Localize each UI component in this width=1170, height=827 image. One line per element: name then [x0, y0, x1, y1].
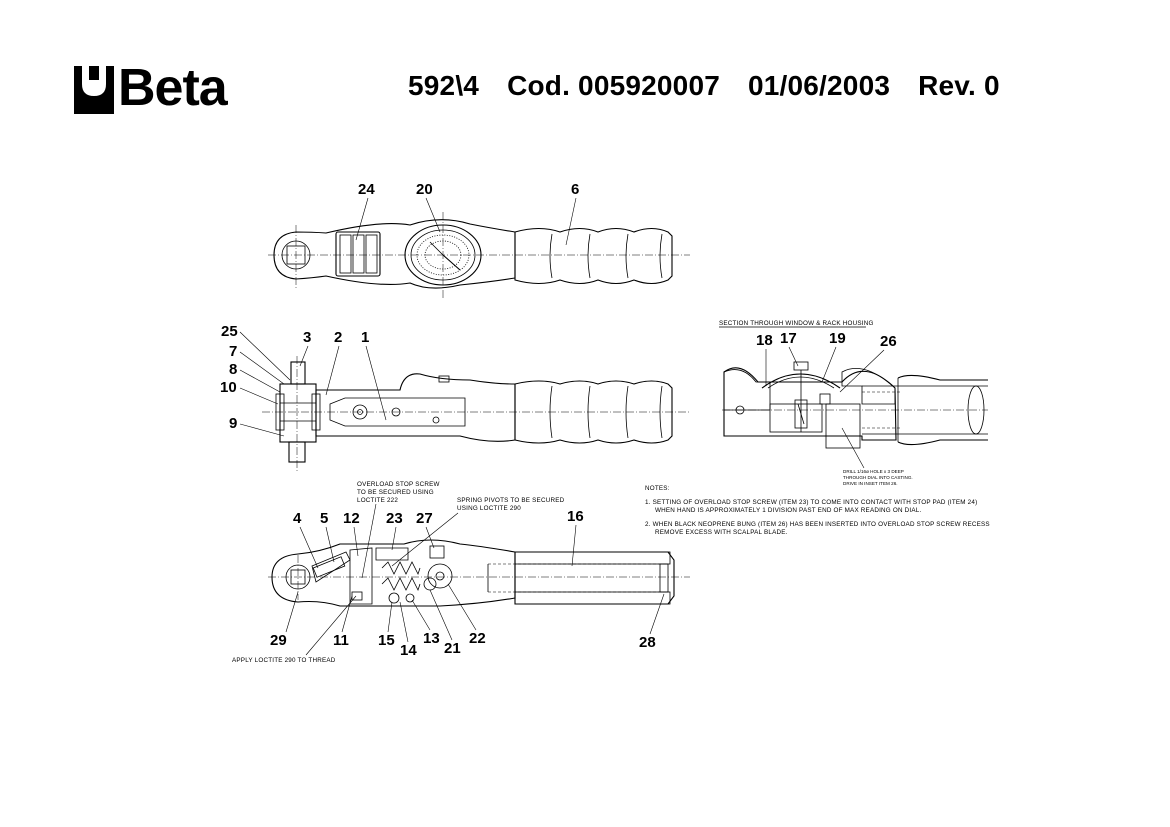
section-title: SECTION THROUGH WINDOW & RACK HOUSING	[719, 320, 874, 327]
callout-18: 18	[756, 332, 773, 349]
overload-note-line-3: LOCTITE 222	[357, 497, 398, 504]
callout-2: 2	[334, 329, 342, 346]
note-1-line-1: 1. SETTING OF OVERLOAD STOP SCREW (ITEM …	[645, 499, 977, 506]
callout-13: 13	[423, 630, 440, 647]
window-item-24	[335, 231, 381, 277]
callout-26: 26	[880, 333, 897, 350]
overload-note-line-2: TO BE SECURED USING	[357, 489, 434, 496]
callout-11: 11	[333, 632, 349, 649]
callout-8: 8	[229, 361, 237, 378]
document-header: 592\4 Cod. 005920007 01/06/2003 Rev. 0	[408, 70, 1020, 102]
beta-logo	[74, 66, 114, 114]
callout-14: 14	[400, 642, 417, 659]
overload-note-line-1: OVERLOAD STOP SCREW	[357, 481, 440, 488]
cutaway-view: OVERLOAD STOP SCREW TO BE SECURED USING …	[232, 481, 690, 664]
callout-21: 21	[444, 640, 461, 657]
wrench-icon	[74, 66, 114, 114]
callout-23: 23	[386, 510, 403, 527]
callout-20: 20	[416, 181, 433, 198]
dial-item-20	[404, 224, 482, 286]
model-number: 592\4	[408, 70, 480, 101]
apply-loctite-note: APPLY LOCTITE 290 TO THREAD	[232, 657, 336, 664]
callout-9: 9	[229, 415, 237, 432]
drill-note-line-3: DRIVE IN INSET ITEM 26.	[843, 481, 898, 486]
revision-date: 01/06/2003	[747, 70, 891, 101]
spring-note-line-2: USING LOCTITE 290	[457, 505, 521, 512]
callout-16: 16	[567, 508, 584, 525]
spring-note-line-1: SPRING PIVOTS TO BE SECURED	[457, 497, 565, 504]
callout-15: 15	[378, 632, 395, 649]
callout-27: 27	[416, 510, 433, 527]
callout-5: 5	[320, 510, 328, 527]
section-view: SECTION THROUGH WINDOW & RACK HOUSING 18…	[719, 320, 988, 486]
callout-19: 19	[829, 330, 846, 347]
callout-10: 10	[220, 379, 237, 396]
callout-28: 28	[639, 634, 656, 651]
callout-6: 6	[571, 181, 579, 198]
top-view: 24 20 6	[268, 181, 690, 298]
note-1-line-2: WHEN HAND IS APPROXIMATELY 1 DIVISION PA…	[655, 507, 921, 514]
callout-7: 7	[229, 343, 237, 360]
callout-1: 1	[361, 329, 369, 346]
drill-note-line-2: THROUGH DIAL INTO CASTING.	[843, 475, 913, 480]
side-view: 25 3 2 1 7 8 10 9	[220, 323, 690, 472]
callout-3: 3	[303, 329, 311, 346]
callout-17: 17	[780, 330, 797, 347]
notes-heading: NOTES:	[645, 485, 670, 492]
callout-22: 22	[469, 630, 486, 647]
callout-29: 29	[270, 632, 287, 649]
revision-number: Rev. 0	[918, 70, 1000, 101]
drill-note-line-1: DRILL 1/16ø HOLE x 3 DEEP	[843, 469, 904, 474]
callout-25: 25	[221, 323, 238, 340]
callout-24: 24	[358, 181, 375, 198]
callout-4: 4	[293, 510, 302, 527]
grip-item-6	[514, 227, 673, 285]
notes-block: NOTES: 1. SETTING OF OVERLOAD STOP SCREW…	[645, 485, 990, 536]
product-code: Cod. 005920007	[507, 70, 720, 101]
note-2-line-2: REMOVE EXCESS WITH SCALPAL BLADE.	[655, 529, 788, 536]
note-2-line-1: 2. WHEN BLACK NEOPRENE BUNG (ITEM 26) HA…	[645, 521, 990, 528]
brand-name: Beta	[118, 59, 228, 117]
callout-12: 12	[343, 510, 360, 527]
